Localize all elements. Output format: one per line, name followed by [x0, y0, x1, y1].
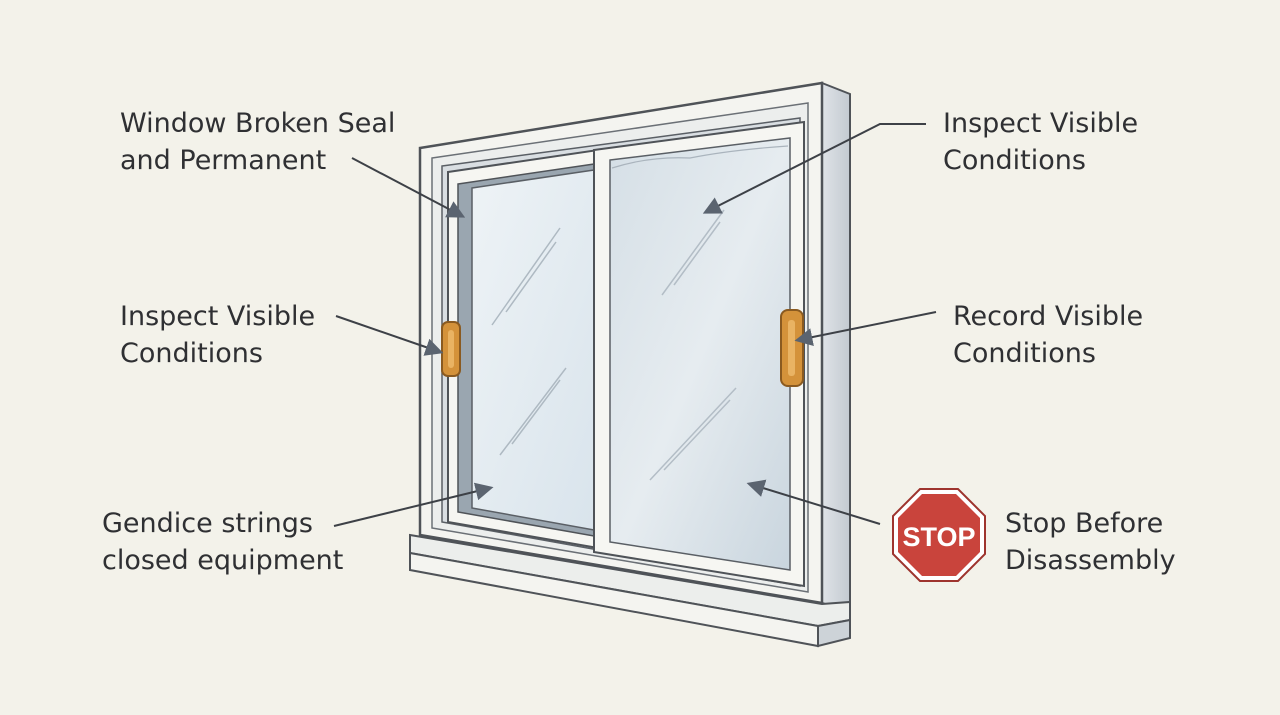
label-line: closed equipment [102, 545, 344, 576]
left-glass [471, 169, 595, 531]
stop-sign-text: STOP [902, 522, 975, 552]
stop-sign-face [898, 494, 980, 576]
label-line: Stop Before [1005, 508, 1164, 539]
label-broken-seal: Window Broken Seal and Permanent [120, 105, 395, 179]
label-line: Gendice strings [102, 508, 313, 539]
stop-sign-icon: STOP [892, 488, 986, 582]
arrow-gendice [333, 482, 494, 527]
label-line: Conditions [120, 338, 263, 369]
label-line: Window Broken Seal [120, 108, 396, 139]
label-line: and Permanent [120, 145, 327, 176]
label-line: Disassembly [1005, 545, 1176, 576]
left-sash [447, 148, 599, 550]
arrow-stop [746, 479, 881, 525]
left-handle-icon [441, 321, 461, 377]
label-line: Inspect Visible [120, 301, 316, 332]
label-line: Conditions [943, 145, 1086, 176]
label-record: Record Visible Conditions [953, 298, 1143, 372]
arrow-inspect-right [702, 123, 926, 214]
label-inspect-right: Inspect Visible Conditions [943, 105, 1138, 179]
arrow-inspect-left [335, 315, 444, 356]
label-stop: Stop Before Disassembly [1005, 505, 1176, 579]
label-line: Record Visible [953, 301, 1144, 332]
label-inspect-left: Inspect Visible Conditions [120, 298, 315, 372]
arrow-broken-seal [351, 157, 466, 218]
right-sash [593, 120, 805, 588]
frame-side-face [821, 81, 851, 614]
leader-arrows [333, 123, 937, 527]
right-handle-icon [780, 309, 804, 387]
label-line: Conditions [953, 338, 1096, 369]
label-line: Inspect Visible [943, 108, 1139, 139]
arrow-record [794, 311, 937, 346]
label-gendice: Gendice strings closed equipment [102, 505, 343, 579]
right-glass [609, 137, 791, 571]
window-sill [409, 533, 851, 648]
